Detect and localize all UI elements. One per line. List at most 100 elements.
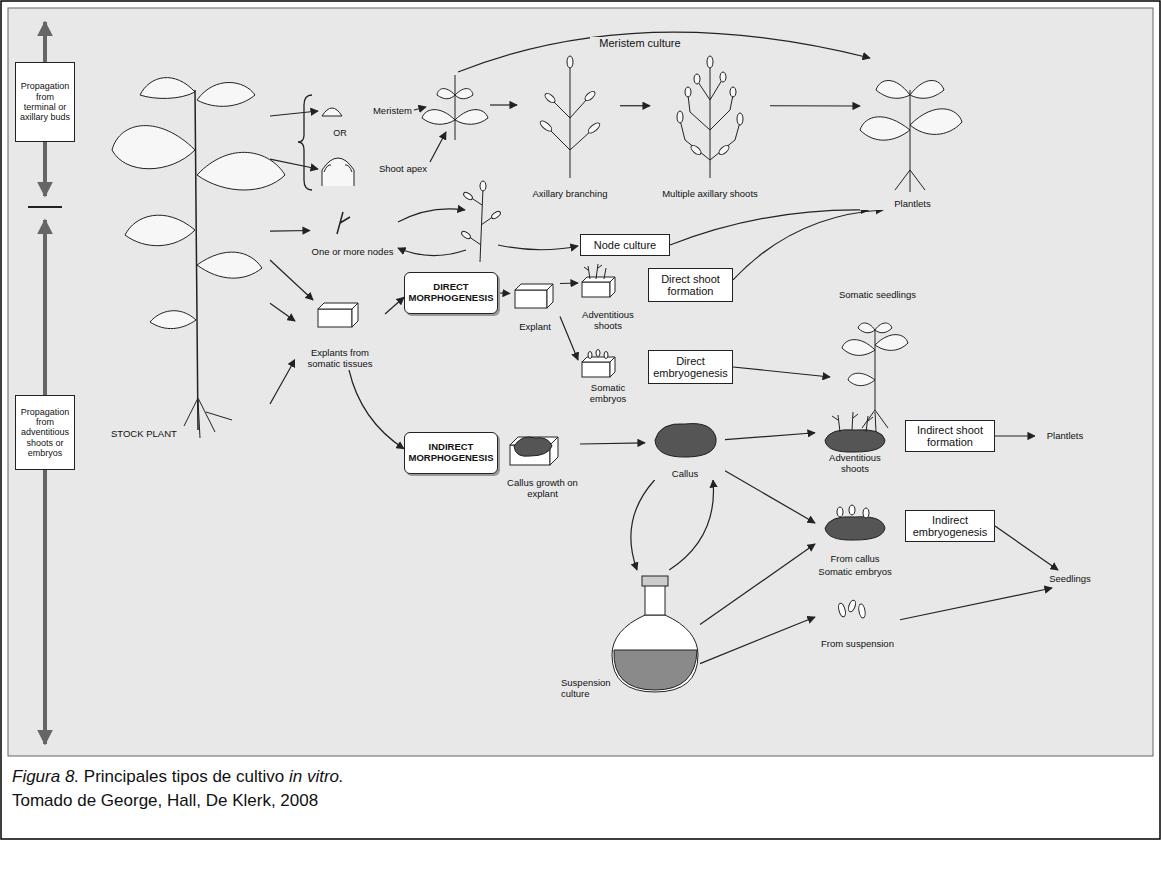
culture-label-box: Node culture <box>580 234 670 256</box>
figure-label: From suspension <box>815 595 900 650</box>
figure-label: Meristem <box>318 100 413 122</box>
arrow-connector <box>560 282 578 284</box>
figure-label: Callus <box>645 418 725 480</box>
diagram-label: OR <box>329 128 351 138</box>
node-text: STOCK PLANT <box>110 429 178 440</box>
figure-label: STOCK PLANT <box>110 80 270 440</box>
node-text: Meristem <box>372 106 413 117</box>
node-text: Callus growth on explant <box>505 478 580 500</box>
arrow-connector <box>620 105 650 106</box>
morphogenesis-box: DIRECT MORPHOGENESIS <box>404 272 498 314</box>
figure-label: Somatic seedlings <box>830 290 925 435</box>
stock-plant-drawing <box>112 78 285 438</box>
arrow-connector <box>733 367 830 377</box>
node-text: From suspension <box>815 639 900 650</box>
arrow-connector <box>498 292 510 294</box>
node-text: Node culture <box>585 239 665 251</box>
axillary-drawings <box>539 56 743 178</box>
figure-label: Adventitious shoots <box>815 410 895 475</box>
figure-label: Plantlets <box>1035 428 1095 444</box>
node-text: Direct shoot formation <box>653 273 728 297</box>
side-label-box: Propagation from terminal or axillary bu… <box>15 62 75 142</box>
arrow-connector <box>270 111 318 116</box>
arrow-connector <box>270 159 318 169</box>
node-text: From callus <box>815 554 895 565</box>
figure-label: Plantlets <box>860 50 965 210</box>
figure-label: Seedlings <box>1040 570 1100 588</box>
figure-label: Explants from somatic tissues <box>295 300 385 370</box>
figure-label: Callus growth on explant <box>505 430 580 500</box>
arrow-connector <box>270 260 313 300</box>
node-text: Propagation from terminal or axillary bu… <box>19 81 71 122</box>
arrow-connector <box>900 588 1052 620</box>
figure-label: From callus <box>815 505 895 565</box>
morphogenesis-box: INDIRECT MORPHOGENESIS <box>404 432 498 474</box>
arrow-connector <box>631 480 655 570</box>
arrow-connector <box>270 303 295 321</box>
node-text: Indirect shoot formation <box>910 424 990 448</box>
arrow-connector <box>270 360 295 405</box>
shoot-drawing <box>422 75 488 140</box>
node-text: Seedlings <box>1040 574 1100 585</box>
node-text: Indirect embryogenesis <box>910 514 990 538</box>
arrow-connector <box>700 544 815 625</box>
arrow-connector <box>580 443 645 444</box>
diagram-label: Meristem culture <box>590 37 690 49</box>
arrow-connector <box>385 297 404 314</box>
node-text: Somatic seedlings <box>830 290 925 301</box>
layout-arrows <box>398 32 870 255</box>
node-text: Shoot apex <box>378 164 428 175</box>
node-text: Axillary branching <box>520 189 620 200</box>
figure-caption: Figura 8. Principales tipos de cultivo i… <box>12 767 344 787</box>
outer-frame <box>1 1 1160 839</box>
arrow-connector <box>669 480 713 570</box>
node-text: Plantlets <box>1035 431 1095 442</box>
diagram-label: Somatic embryos <box>815 566 895 577</box>
flask-drawing <box>612 576 698 692</box>
source-note: Tomado de George, Hall, De Klerk, 2008 <box>12 791 318 811</box>
node-text: Propagation from adventitious shoots or … <box>19 407 71 459</box>
figure-label: Shoot apex <box>318 150 428 188</box>
culture-label-box: Direct shoot formation <box>648 268 733 302</box>
arrow-connector <box>349 370 404 449</box>
arrow-connector <box>770 105 860 106</box>
diagram-ground <box>8 8 1153 756</box>
node-text: Adventitious shoots <box>815 453 895 475</box>
node-text: INDIRECT MORPHOGENESIS <box>408 442 494 464</box>
arrow-connector <box>725 433 815 440</box>
callus-drawings <box>510 412 885 618</box>
arrow-connector <box>700 617 815 664</box>
side-label-box: Propagation from adventitious shoots or … <box>15 395 75 470</box>
node-text: Explant <box>510 322 560 333</box>
node-text: Explants from somatic tissues <box>295 348 385 370</box>
culture-label-box: Indirect embryogenesis <box>905 510 995 542</box>
node-text: Somatic embryos <box>578 383 638 405</box>
node-text: DIRECT MORPHOGENESIS <box>408 282 494 304</box>
node-text: Direct embryogenesis <box>653 355 728 379</box>
node-text: Callus <box>645 469 725 480</box>
plantlet-drawing <box>860 80 962 192</box>
arrow-connector <box>733 210 883 280</box>
culture-label-box: Indirect shoot formation <box>905 420 995 452</box>
arrow-connector <box>270 230 310 232</box>
arrow-connector <box>725 471 815 523</box>
node-text: Suspension culture <box>560 678 618 700</box>
node-text: Adventitious shoots <box>578 310 638 332</box>
figure-label: Axillary branching <box>520 55 620 200</box>
figure-label: Suspension culture <box>560 570 700 700</box>
figure-label: One or more nodes <box>310 208 395 258</box>
figure-label: Adventitious shoots <box>578 262 638 332</box>
figure-label: Somatic embryos <box>578 345 638 405</box>
arrow-connector <box>560 317 578 361</box>
seedling-drawing <box>842 323 908 432</box>
figure-label: Explant <box>510 278 560 333</box>
arrow-connector <box>670 210 868 245</box>
meristem-drawings <box>298 95 354 190</box>
figure-label: Multiple axillary shoots <box>650 55 770 200</box>
node-text: Plantlets <box>860 199 965 210</box>
arrow-connector <box>995 526 1058 570</box>
arrow-connector <box>995 435 1035 436</box>
node-text: Multiple axillary shoots <box>650 189 770 200</box>
node-text: One or more nodes <box>310 247 395 258</box>
